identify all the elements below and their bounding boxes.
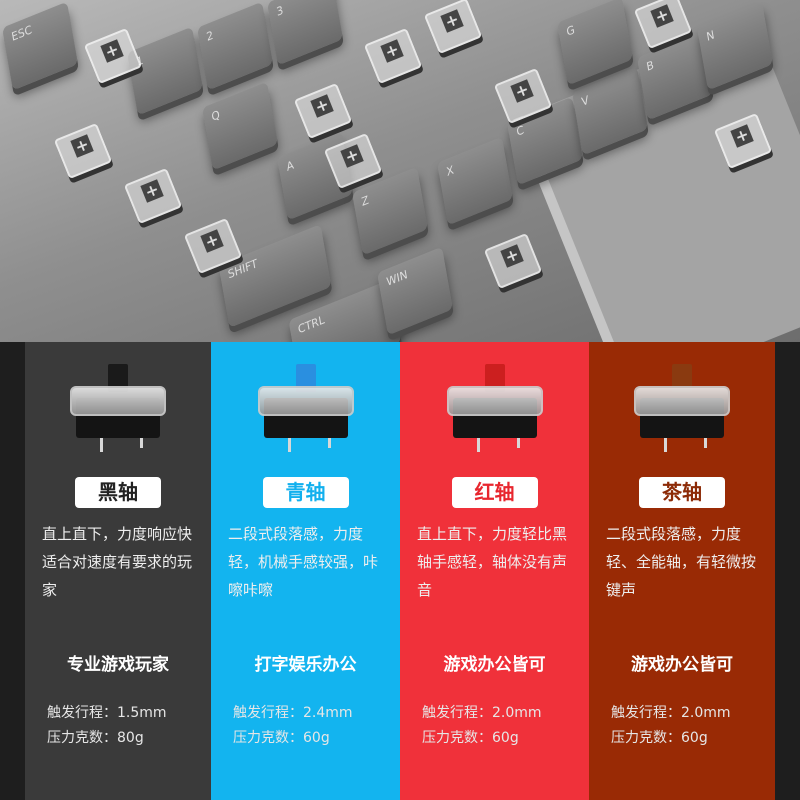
switch-name-tag: 茶轴 (639, 477, 725, 508)
switch-icon (70, 360, 166, 452)
switch-exposed (293, 82, 353, 140)
keyboard-photo: ESC123QAZXCVGBNSHIFTCTRLWIN (0, 0, 800, 342)
switch-panel: 青轴 二段式段落感，力度轻，机械手感较强，咔嚓咔嚓 打字娱乐办公 触发行程：2.… (211, 342, 400, 800)
switch-panel: 黑轴 直上直下，力度响应快适合对速度有要求的玩家 专业游戏玩家 触发行程：1.5… (25, 342, 211, 800)
keycap: 1 (127, 26, 203, 116)
travel-spec: 触发行程：2.4mm (233, 705, 353, 721)
switch-description: 二段式段落感，力度轻，机械手感较强，咔嚓咔嚓 (228, 525, 379, 599)
switch-name-tag: 黑轴 (75, 477, 161, 508)
travel-spec: 触发行程：1.5mm (47, 705, 167, 721)
switch-icon (257, 360, 354, 452)
keycap: WIN (377, 246, 453, 336)
keycap: ESC (2, 1, 78, 91)
force-spec: 压力克数：60g (422, 730, 519, 746)
switch-description: 二段式段落感，力度轻、全能轴，有轻微按键声 (606, 525, 757, 599)
force-spec: 压力克数：80g (47, 730, 144, 746)
travel-spec: 触发行程：2.0mm (422, 705, 542, 721)
travel-spec: 触发行程：2.0mm (611, 705, 731, 721)
keycap: X (437, 136, 513, 226)
switch-exposed (53, 122, 113, 180)
keycap: 3 (267, 0, 343, 66)
switch-exposed (483, 232, 543, 290)
switch-icon (634, 360, 730, 452)
switch-description: 直上直下，力度响应快适合对速度有要求的玩家 (42, 525, 193, 599)
use-case: 游戏办公皆可 (631, 655, 733, 675)
use-case: 打字娱乐办公 (254, 655, 357, 675)
switch-panel: 茶轴 二段式段落感，力度轻、全能轴，有轻微按键声 游戏办公皆可 触发行程：2.0… (589, 342, 775, 800)
switch-icon (446, 360, 543, 452)
keycap: 2 (197, 1, 273, 91)
switch-exposed (423, 0, 483, 55)
switch-exposed (123, 167, 183, 225)
keycap: Q (202, 81, 278, 171)
use-case: 游戏办公皆可 (443, 655, 546, 675)
switch-exposed (363, 27, 423, 85)
force-spec: 压力克数：60g (233, 730, 330, 746)
switch-panel: 红轴 直上直下，力度轻比黑轴手感轻，轴体没有声音 游戏办公皆可 触发行程：2.0… (400, 342, 589, 800)
switch-name-tag: 红轴 (451, 477, 538, 508)
use-case: 专业游戏玩家 (67, 655, 169, 675)
switch-description: 直上直下，力度轻比黑轴手感轻，轴体没有声音 (417, 525, 568, 599)
keycap: Z (352, 166, 428, 256)
force-spec: 压力克数：60g (611, 730, 708, 746)
switch-name-tag: 青轴 (262, 477, 349, 508)
